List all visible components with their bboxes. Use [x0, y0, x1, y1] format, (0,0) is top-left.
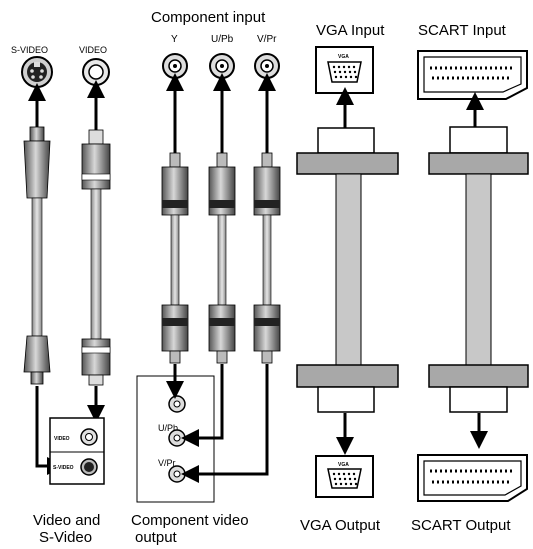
- y-out-label: Y: [170, 383, 176, 393]
- scart-cable: [428, 126, 529, 413]
- svideo-cable: [23, 126, 51, 385]
- video-and-svideo-label-line2: S-Video: [39, 529, 92, 546]
- video-svideo-output-panel: VIDEO S-VIDEO: [49, 417, 105, 485]
- vga-cable: [296, 127, 399, 413]
- component-y-output-jack: [168, 395, 186, 413]
- video-cable: [81, 129, 111, 386]
- vpr-out-label: V/Pr: [158, 458, 176, 468]
- component-video-output-label-line1: Component video: [131, 512, 249, 529]
- component-y-input-jack: [162, 53, 188, 79]
- vga-output-label: VGA Output: [300, 517, 381, 534]
- component-y-cable: [161, 73, 189, 364]
- vga-badge-top: VGA: [338, 54, 349, 60]
- video-and-svideo-label-line1: Video and: [33, 512, 100, 529]
- vga-badge-bottom: VGA: [338, 462, 349, 468]
- component-vpr-output-jack: [168, 465, 186, 483]
- component-upb-route-arrow: [181, 364, 224, 447]
- svideo-route-arrow: [35, 386, 65, 475]
- component-vpr-route-arrow: [181, 364, 269, 483]
- video-top-label: VIDEO: [79, 45, 107, 55]
- component-vpr-cable: [253, 73, 281, 364]
- component-input-title: Component input: [151, 9, 266, 26]
- scart-output-label: SCART Output: [411, 517, 511, 534]
- vpr-top-label: V/Pr: [257, 34, 277, 45]
- upb-out-label: U/Pb: [158, 423, 178, 433]
- y-top-label: Y: [171, 34, 178, 45]
- svideo-input-jack: [21, 56, 53, 88]
- component-upb-input-jack: [209, 53, 235, 79]
- component-video-output-label-line2: output: [135, 529, 178, 546]
- video-input-jack: [82, 58, 110, 86]
- jack-svideo-label: S-VIDEO: [53, 465, 74, 471]
- svideo-top-label: S-VIDEO: [11, 45, 48, 55]
- scart-output-port: [417, 454, 528, 502]
- vga-output-port: VGA: [315, 455, 374, 498]
- upb-top-label: U/Pb: [211, 34, 234, 45]
- vga-input-title: VGA Input: [316, 22, 385, 39]
- jack-video-label: VIDEO: [54, 436, 70, 442]
- scart-input-title: SCART Input: [418, 22, 507, 39]
- component-upb-output-jack: [168, 429, 186, 447]
- vga-input-port: VGA: [315, 46, 374, 94]
- component-upb-cable: [208, 73, 236, 364]
- scart-input-port: [417, 50, 528, 100]
- component-vpr-input-jack: [254, 53, 280, 79]
